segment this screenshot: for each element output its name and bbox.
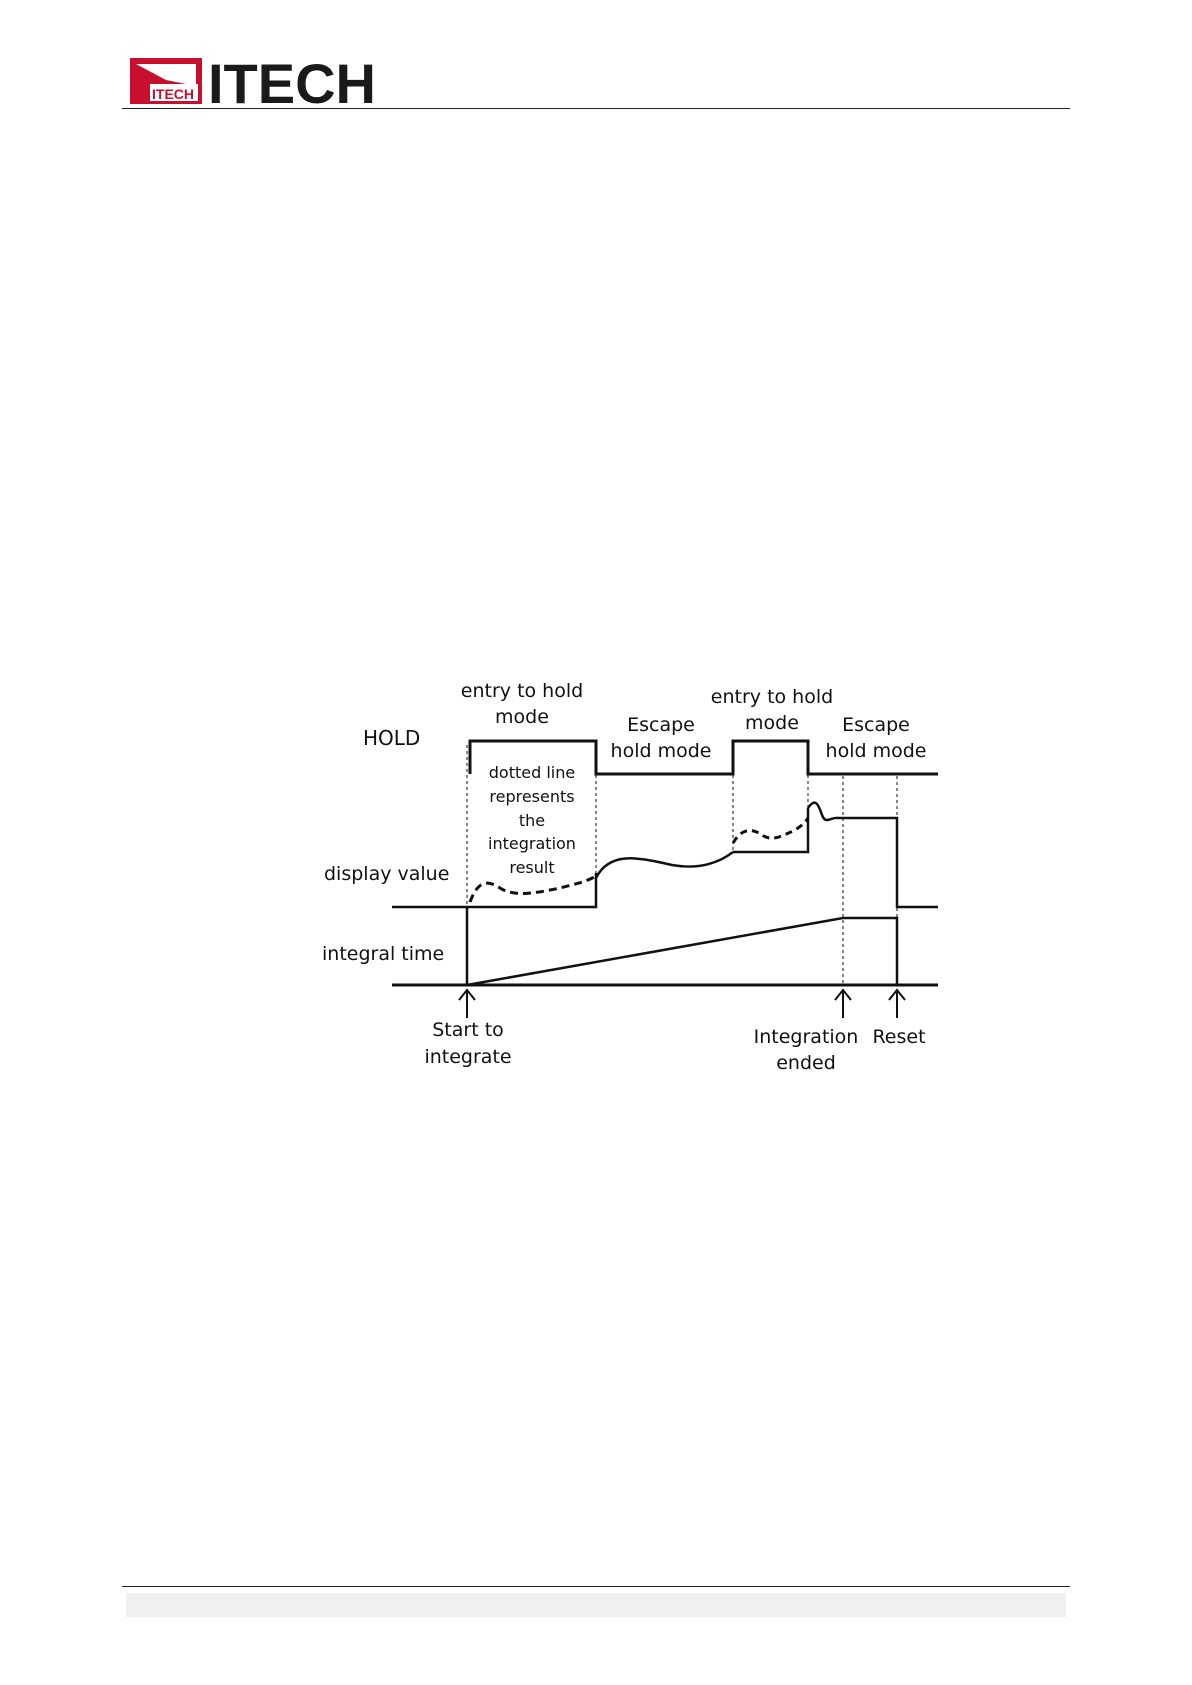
label-reset: Reset — [872, 1026, 925, 1048]
timing-diagram-svg: entry to hold mode Escape hold mode entr… — [300, 660, 950, 1080]
label-escape-hold-2-line2: hold mode — [826, 740, 927, 762]
itech-logo: ITECH ITECH — [130, 56, 400, 106]
integration-ended-arrow — [835, 990, 851, 1018]
label-entry-hold-1-line2: mode — [495, 706, 549, 728]
label-entry-hold-2-line1: entry to hold — [711, 686, 833, 708]
note-line-1: dotted line — [489, 763, 575, 782]
axis-label-integral-time: integral time — [322, 943, 444, 965]
label-start-line2: integrate — [424, 1046, 511, 1068]
note-line-4: integration — [488, 834, 576, 853]
start-arrow — [459, 990, 475, 1018]
integration-dotted-curve-1 — [470, 876, 596, 902]
note-line-2: represents — [489, 787, 574, 806]
label-escape-hold-2-line1: Escape — [842, 714, 910, 736]
display-value-curve — [596, 852, 733, 878]
axis-label-display-value: display value — [324, 863, 449, 885]
label-escape-hold-1-line1: Escape — [627, 714, 695, 736]
logo-badge-text: ITECH — [152, 86, 194, 102]
label-integration-ended-line1: Integration — [754, 1026, 859, 1048]
integration-dotted-curve-2 — [733, 818, 808, 843]
reset-arrow — [889, 990, 905, 1018]
label-entry-hold-2-line2: mode — [745, 712, 799, 734]
display-hold-segment — [733, 808, 808, 852]
integral-time-ramp — [467, 918, 897, 985]
label-integration-ended-line2: ended — [776, 1052, 836, 1074]
label-start-line1: Start to — [432, 1019, 504, 1041]
header-rule — [122, 108, 1070, 109]
label-entry-hold-1-line1: entry to hold — [461, 680, 583, 702]
note-line-3: the — [519, 811, 545, 830]
display-final-segment — [808, 803, 938, 907]
logo-wordmark: ITECH — [208, 56, 376, 106]
axis-label-hold: HOLD — [363, 726, 420, 750]
itech-logo-graphic: ITECH ITECH — [130, 56, 400, 106]
hold-mode-timing-diagram: entry to hold mode Escape hold mode entr… — [300, 660, 950, 1080]
label-escape-hold-1-line2: hold mode — [611, 740, 712, 762]
footer-band — [126, 1593, 1066, 1617]
note-line-5: result — [509, 858, 554, 877]
footer-rule — [122, 1586, 1070, 1587]
